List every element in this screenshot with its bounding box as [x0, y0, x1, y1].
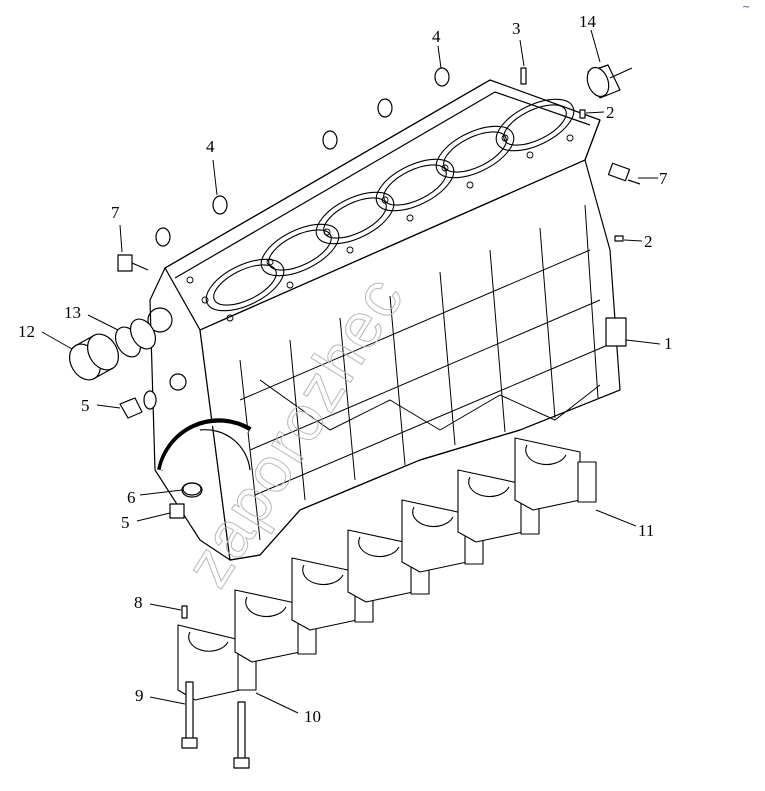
callout-7b: 7	[659, 169, 668, 188]
main-bearing-caps	[177, 437, 597, 701]
callout-8: 8	[134, 593, 143, 612]
bearing-cap	[514, 437, 597, 511]
bearing-cap	[291, 557, 374, 631]
callout-14: 14	[579, 12, 596, 31]
bearing-cap	[401, 499, 484, 573]
callout-4b: 4	[206, 137, 215, 156]
callout-10: 10	[304, 707, 321, 726]
main-cap-bolts	[181, 681, 250, 769]
bushing-12	[68, 333, 120, 381]
drain-plug-right	[607, 162, 641, 185]
callout-3: 3	[512, 19, 521, 38]
rear-seal-housing	[157, 418, 252, 471]
dowel-pin	[520, 67, 527, 85]
callout-1: 1	[664, 334, 673, 353]
callout-13: 13	[64, 303, 81, 322]
callout-12: 12	[18, 322, 35, 341]
callout-4a: 4	[432, 27, 441, 46]
block-ribs	[239, 204, 609, 541]
deck-bolt-holes	[186, 134, 574, 322]
callout-11: 11	[638, 521, 655, 540]
callout-5a: 5	[81, 396, 90, 415]
leader-lines	[41, 29, 661, 714]
callout-5b: 5	[121, 513, 130, 532]
drain-plug-left	[117, 254, 149, 272]
expansion-plugs	[155, 67, 450, 247]
callout-2b: 2	[644, 232, 653, 251]
callout-7a: 7	[111, 203, 120, 222]
dowel-8	[181, 605, 188, 619]
bearing-cap	[347, 529, 430, 603]
callout-2a: 2	[606, 103, 615, 122]
bushing-14	[586, 64, 633, 99]
corner-mark: ~	[742, 2, 751, 13]
bushing-13	[114, 318, 157, 358]
cylinder-block	[147, 79, 627, 561]
callout-6: 6	[127, 488, 136, 507]
plug-5-upper	[119, 390, 157, 419]
callout-9: 9	[135, 686, 144, 705]
